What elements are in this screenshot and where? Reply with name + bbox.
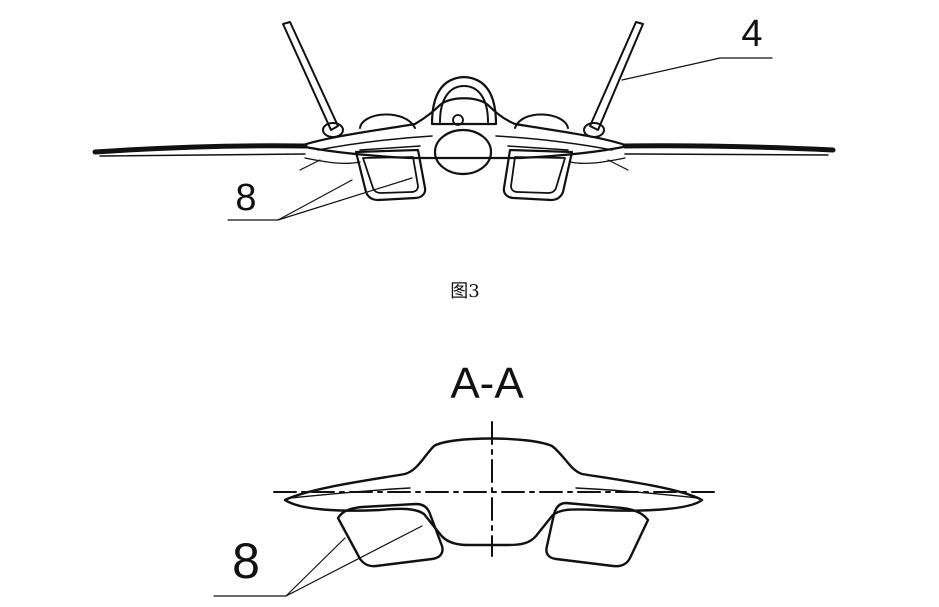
section-callout-8-label: 8 — [232, 533, 260, 589]
left-vertical-tail — [282, 21, 344, 138]
callout-8-leader — [227, 177, 413, 221]
cockpit-canopy — [430, 75, 498, 126]
right-intake-nacelle — [502, 145, 574, 202]
section-left-nacelle — [336, 502, 444, 568]
callout-4-label: 4 — [741, 13, 762, 55]
right-wing — [622, 143, 836, 153]
section-callout-8-leader — [213, 525, 423, 597]
section-aa-view: 8 — [213, 421, 715, 597]
section-title: A-A — [450, 359, 524, 408]
section-body-contour — [283, 437, 704, 547]
nose-radome — [433, 128, 493, 176]
callout-4-leader — [621, 57, 773, 81]
fuselage-body — [298, 97, 630, 160]
aircraft-front-view: 4 8 — [92, 13, 836, 221]
section-right-nacelle — [545, 501, 650, 568]
left-wing — [92, 143, 308, 155]
figure-caption: 图3 — [450, 281, 479, 302]
callout-8-label: 8 — [235, 177, 256, 219]
right-vertical-tail — [583, 21, 644, 138]
